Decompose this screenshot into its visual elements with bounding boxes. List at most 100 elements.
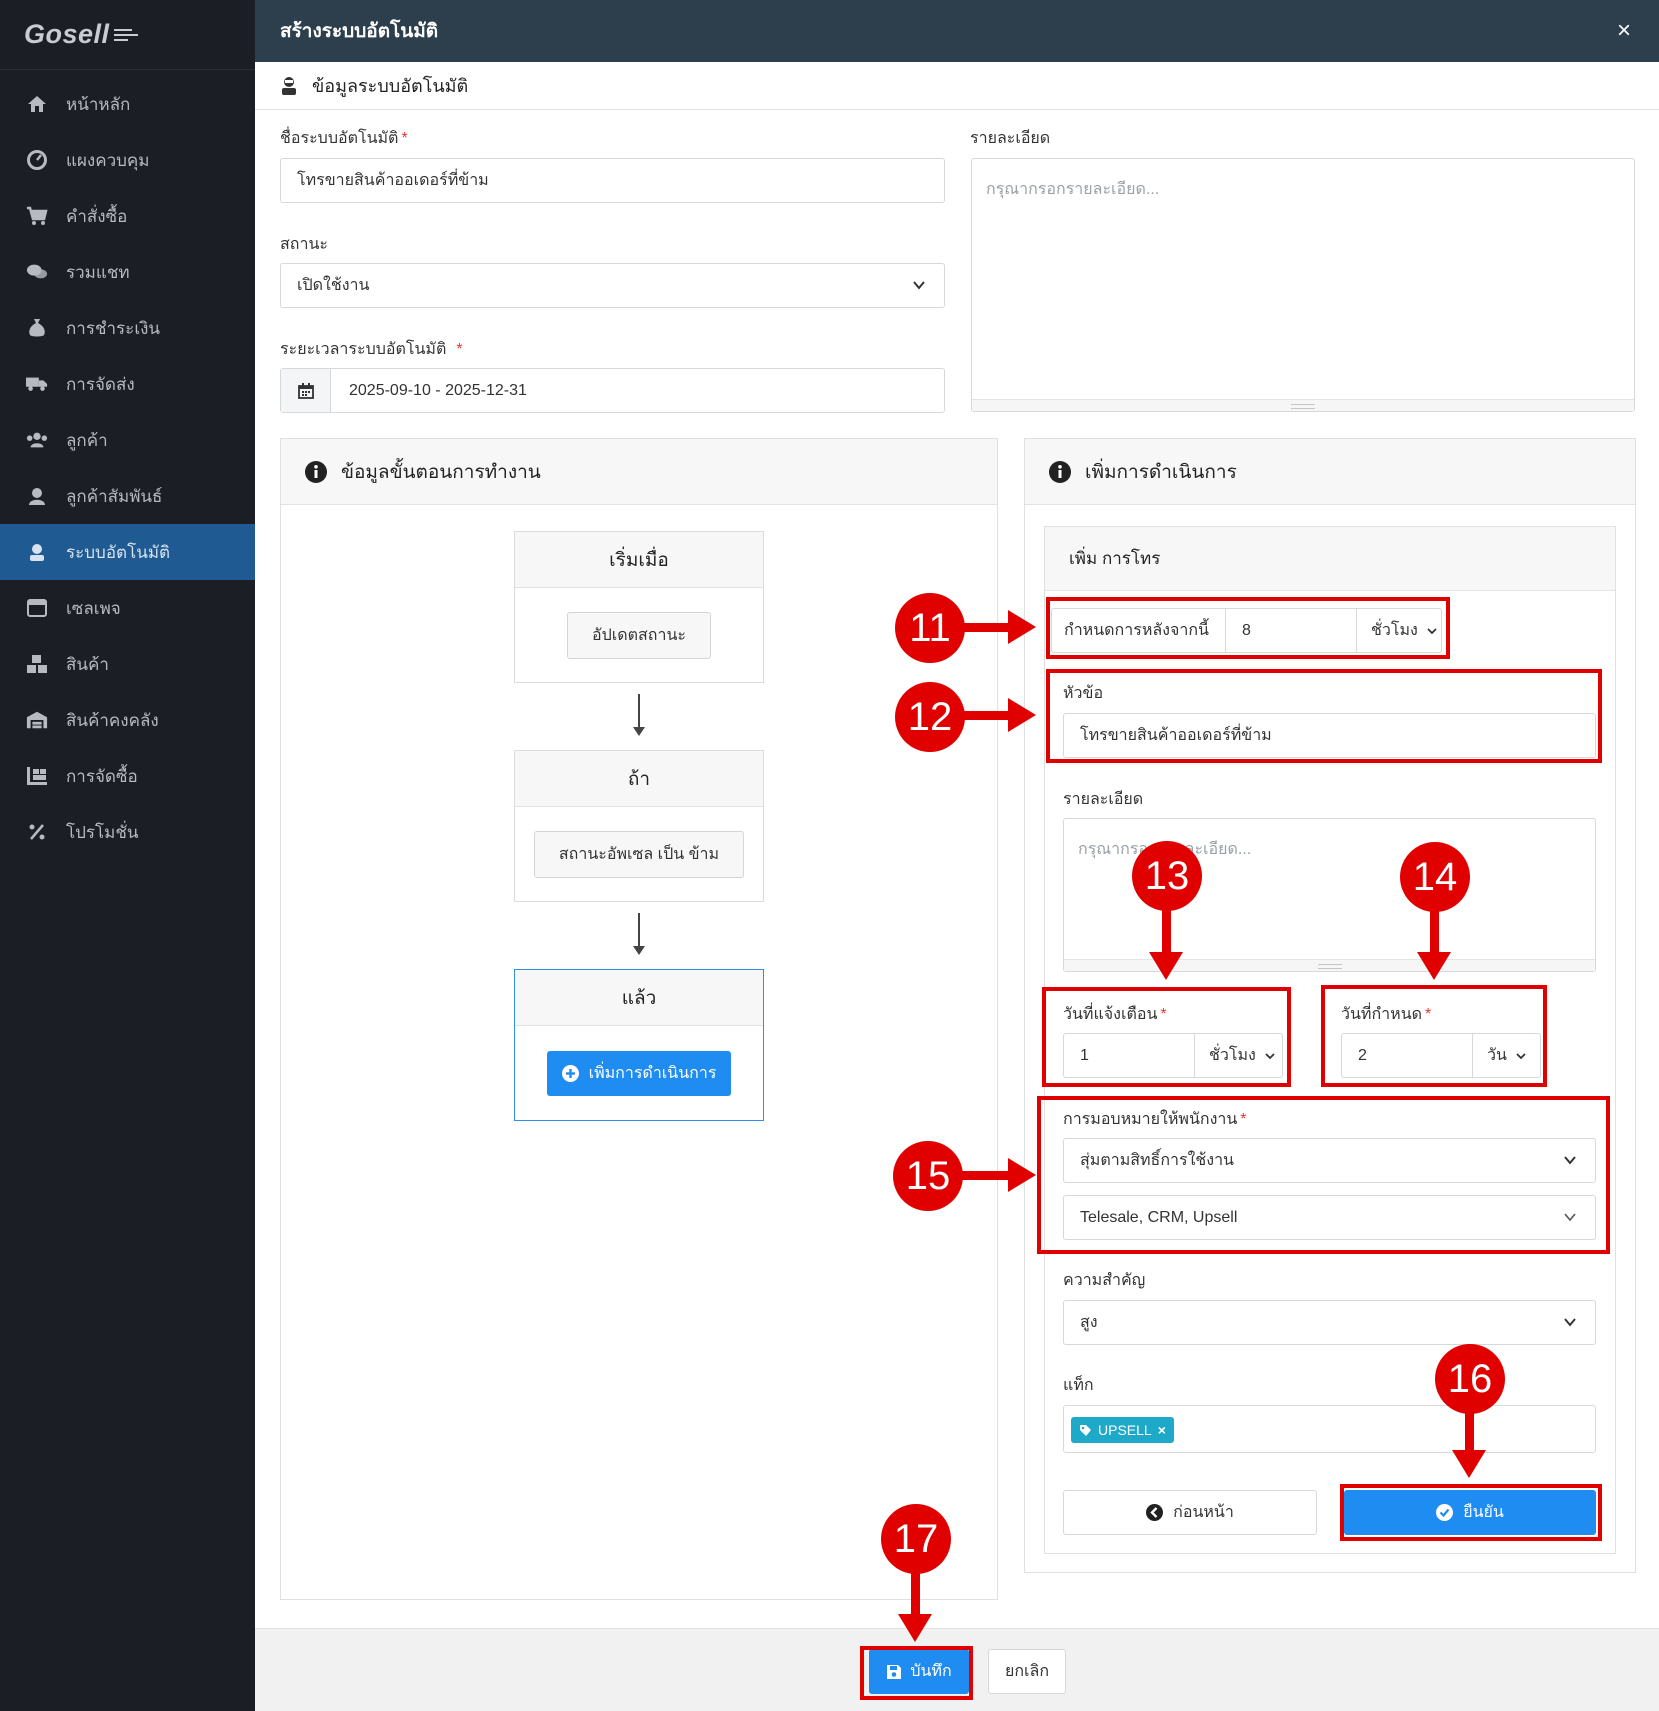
boxes-icon bbox=[26, 653, 48, 675]
action-panel-title: เพิ่มการดำเนินการ bbox=[1085, 461, 1237, 483]
detail-textarea[interactable]: กรุณากรอกรายละเอียด... bbox=[971, 158, 1635, 412]
flow-arrow bbox=[633, 694, 645, 736]
warehouse-icon bbox=[26, 709, 48, 731]
trigger-chip[interactable]: อัปเดตสถานะ bbox=[567, 612, 711, 659]
due-input[interactable]: 2 bbox=[1358, 1046, 1367, 1064]
sidebar-item-purchasing[interactable]: การจัดซื้อ bbox=[0, 748, 255, 804]
percent-icon bbox=[26, 821, 48, 843]
user-headset-icon bbox=[26, 485, 48, 507]
flow-step-action-title: แล้ว bbox=[515, 970, 763, 1026]
priority-select[interactable]: สูง bbox=[1063, 1300, 1596, 1345]
annotation-box-14 bbox=[1321, 985, 1547, 1087]
notify-input[interactable]: 1 bbox=[1080, 1046, 1089, 1064]
assign-mode-select[interactable]: สุ่มตามสิทธิ์การใช้งาน bbox=[1063, 1138, 1596, 1183]
modal-title: สร้างระบบอัตโนมัติ bbox=[280, 21, 439, 42]
sidebar-item-label: ลูกค้า bbox=[66, 430, 108, 450]
status-select[interactable]: เปิดใช้งาน bbox=[280, 263, 945, 308]
logo-lines bbox=[113, 28, 138, 41]
sidebar-item-label: รวมแชท bbox=[66, 262, 130, 282]
arrow-left-circle-icon bbox=[1146, 1504, 1164, 1521]
app-logo[interactable]: Gosell bbox=[0, 0, 255, 70]
condition-chip[interactable]: สถานะอัพเซล เป็น ข้าม bbox=[533, 831, 745, 878]
purchase-icon bbox=[26, 765, 48, 787]
workflow-panel-header: ข้อมูลขั้นตอนการทำงาน bbox=[281, 439, 997, 505]
money-bag-icon bbox=[26, 317, 48, 339]
sidebar-item-inventory[interactable]: สินค้าคงคลัง bbox=[0, 692, 255, 748]
users-icon bbox=[26, 429, 48, 451]
annotation-box-16 bbox=[1340, 1484, 1602, 1541]
due-unit-value: วัน bbox=[1487, 1047, 1507, 1064]
sidebar: Gosell หน้าหลัก แผงควบคุม คำสั่งซื้อ รวม… bbox=[0, 0, 255, 1711]
schedule-after-input[interactable]: 8 bbox=[1225, 609, 1356, 652]
sidebar-item-products[interactable]: สินค้า bbox=[0, 636, 255, 692]
sidebar-item-crm[interactable]: ลูกค้าสัมพันธ์ bbox=[0, 468, 255, 524]
annotation-box-17 bbox=[860, 1646, 973, 1700]
sidebar-item-label: ระบบอัตโนมัติ bbox=[66, 542, 171, 562]
cancel-button[interactable]: ยกเลิก bbox=[988, 1649, 1066, 1694]
call-action-title: เพิ่ม การโทร bbox=[1045, 527, 1615, 591]
cancel-button-label: ยกเลิก bbox=[1004, 1663, 1050, 1680]
sidebar-item-payment[interactable]: การชำระเงิน bbox=[0, 300, 255, 356]
period-date-range[interactable]: 2025-09-10 - 2025-12-31 bbox=[280, 368, 945, 413]
chevron-down-icon bbox=[1563, 1315, 1577, 1334]
notify-unit-select[interactable]: ชั่วโมง bbox=[1194, 1034, 1282, 1077]
priority-value: สูง bbox=[1080, 1314, 1098, 1331]
status-label: สถานะ bbox=[280, 236, 328, 253]
flow-step-action-body: เพิ่มการดำเนินการ bbox=[515, 1026, 763, 1121]
sidebar-item-dashboard[interactable]: แผงควบคุม bbox=[0, 132, 255, 188]
schedule-unit-value: ชั่วโมง bbox=[1371, 622, 1418, 639]
annotation-box-11 bbox=[1046, 597, 1450, 659]
back-button-label: ก่อนหน้า bbox=[1173, 1504, 1234, 1521]
sidebar-item-label: เซลเพจ bbox=[66, 598, 121, 618]
save-icon bbox=[886, 1664, 902, 1680]
annotation-arrow-11 bbox=[960, 610, 1036, 644]
tag-chip-upsell: UPSELL × bbox=[1071, 1417, 1174, 1443]
back-button[interactable]: ก่อนหน้า bbox=[1063, 1490, 1317, 1535]
assign-roles-select[interactable]: Telesale, CRM, Upsell bbox=[1063, 1195, 1596, 1240]
sidebar-item-customers[interactable]: ลูกค้า bbox=[0, 412, 255, 468]
due-unit-select[interactable]: วัน bbox=[1472, 1034, 1540, 1077]
truck-icon bbox=[26, 373, 48, 395]
schedule-unit-select[interactable]: ชั่วโมง bbox=[1356, 609, 1441, 652]
section-title-text: ข้อมูลระบบอัตโนมัติ bbox=[312, 76, 469, 96]
annotation-arrow-15 bbox=[960, 1158, 1036, 1192]
flow-step-condition-body: สถานะอัพเซล เป็น ข้าม bbox=[515, 807, 763, 902]
resize-handle[interactable] bbox=[972, 399, 1634, 411]
chevron-down-icon bbox=[1426, 625, 1438, 637]
tag-remove-icon[interactable]: × bbox=[1157, 1422, 1166, 1438]
resize-handle[interactable] bbox=[1064, 959, 1595, 971]
sidebar-item-label: หน้าหลัก bbox=[66, 94, 131, 114]
confirm-button-label: ยืนยัน bbox=[1463, 1504, 1504, 1521]
sidebar-item-chat[interactable]: รวมแชท bbox=[0, 244, 255, 300]
save-button-label: บันทึก bbox=[910, 1663, 952, 1680]
sidebar-item-salespage[interactable]: เซลเพจ bbox=[0, 580, 255, 636]
annotation-box-13 bbox=[1042, 987, 1291, 1087]
automation-name-input[interactable]: โทรขายสินค้าออเดอร์ที่ข้าม bbox=[280, 158, 945, 203]
schedule-after-value: 8 bbox=[1242, 621, 1251, 639]
action-panel-header: เพิ่มการดำเนินการ bbox=[1025, 439, 1635, 505]
sidebar-item-label: การจัดส่ง bbox=[66, 374, 135, 394]
close-icon[interactable]: × bbox=[1616, 17, 1631, 44]
sidebar-item-promotion[interactable]: โปรโมชั่น bbox=[0, 804, 255, 860]
sidebar-item-automation[interactable]: ระบบอัตโนมัติ bbox=[0, 524, 255, 580]
chevron-down-icon bbox=[1264, 1050, 1276, 1062]
assign-roles-value: Telesale, CRM, Upsell bbox=[1080, 1208, 1238, 1226]
flow-step-trigger-body: อัปเดตสถานะ bbox=[515, 588, 763, 683]
flow-step-action: แล้ว เพิ่มการดำเนินการ bbox=[514, 969, 764, 1121]
assign-mode-value: สุ่มตามสิทธิ์การใช้งาน bbox=[1080, 1152, 1234, 1169]
sidebar-item-home[interactable]: หน้าหลัก bbox=[0, 76, 255, 132]
status-value: เปิดใช้งาน bbox=[297, 277, 370, 294]
subject-input[interactable]: โทรขายสินค้าออเดอร์ที่ข้าม bbox=[1063, 713, 1596, 758]
annotation-arrow-13 bbox=[1149, 910, 1183, 980]
confirm-button[interactable]: ยืนยัน bbox=[1344, 1490, 1596, 1535]
notify-label: วันที่แจ้งเตือน* bbox=[1063, 1006, 1167, 1023]
page-window-icon bbox=[26, 597, 48, 619]
flow-step-trigger: เริ่มเมื่อ อัปเดตสถานะ bbox=[514, 531, 764, 683]
sidebar-item-orders[interactable]: คำสั่งซื้อ bbox=[0, 188, 255, 244]
sidebar-item-shipping[interactable]: การจัดส่ง bbox=[0, 356, 255, 412]
robot-icon bbox=[280, 76, 298, 96]
annotation-badge-14: 14 bbox=[1400, 842, 1470, 912]
save-button[interactable]: บันทึก bbox=[869, 1649, 969, 1694]
due-group: 2 วัน bbox=[1341, 1033, 1541, 1078]
add-action-button[interactable]: เพิ่มการดำเนินการ bbox=[547, 1051, 731, 1096]
